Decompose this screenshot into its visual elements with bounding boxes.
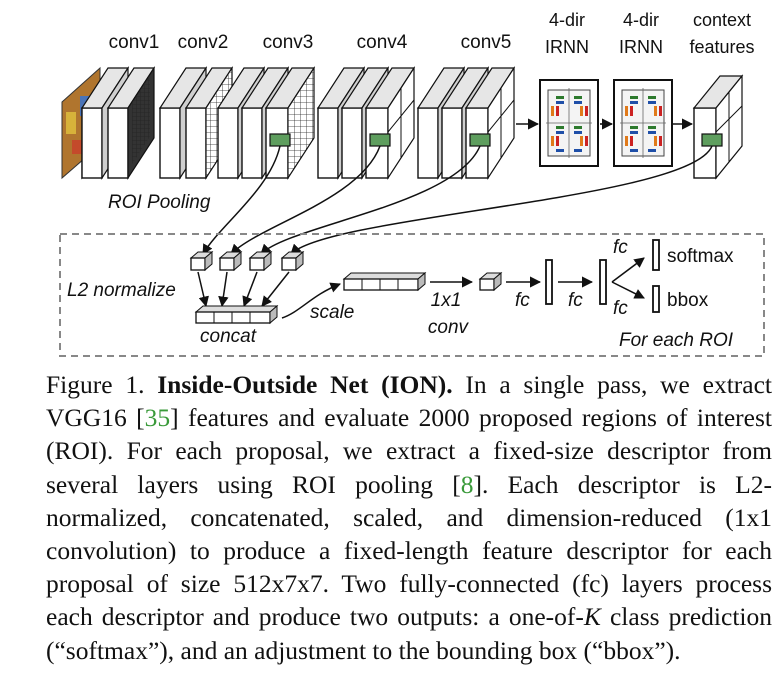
caption-citation-35[interactable]: 35 bbox=[144, 403, 171, 433]
conv1-block bbox=[80, 65, 156, 181]
conv4-block bbox=[316, 65, 416, 181]
concat-label: concat bbox=[200, 326, 257, 347]
softmax-label: softmax bbox=[667, 246, 734, 267]
caption-citation-8[interactable]: 8 bbox=[460, 469, 474, 499]
caption-text-2: ] features and evaluate 2000 proposed re… bbox=[46, 403, 772, 499]
caption-text-3: ]. Each descriptor is L2-normalized, con… bbox=[46, 469, 772, 632]
conv1-label: conv1 bbox=[109, 32, 160, 53]
irnn-block-1 bbox=[539, 79, 599, 167]
arrow-context-roi bbox=[290, 145, 713, 255]
caption-title: Inside-Outside Net (ION). bbox=[157, 370, 453, 399]
arrow-conv5-roi bbox=[260, 145, 481, 255]
normalized-descriptors bbox=[189, 250, 305, 272]
conv3-block bbox=[216, 65, 316, 181]
irnn2-label-line1: 4-dir bbox=[623, 10, 659, 30]
fc2-label: fc bbox=[568, 290, 583, 311]
arrow-bbox bbox=[611, 281, 645, 299]
conv1x1-label-line2: conv bbox=[428, 317, 470, 338]
fc1-layer bbox=[545, 259, 553, 305]
irnn-block-2 bbox=[613, 79, 673, 167]
arrow-conv4-roi bbox=[230, 145, 381, 255]
reduced-descriptor bbox=[478, 271, 503, 292]
roi-pooling-label: ROI Pooling bbox=[108, 192, 211, 213]
irnn1-label-line1: 4-dir bbox=[549, 10, 585, 30]
scale-label: scale bbox=[310, 302, 354, 323]
arrow-softmax bbox=[611, 257, 645, 283]
fc2-layer bbox=[599, 259, 607, 305]
bbox-layer bbox=[652, 285, 660, 313]
conv2-label: conv2 bbox=[178, 32, 229, 53]
fc1-label: fc bbox=[515, 290, 530, 311]
roi-cell-context bbox=[701, 133, 723, 147]
l2-normalize-label: L2 normalize bbox=[67, 280, 176, 301]
context-features-block bbox=[692, 74, 744, 180]
fc-bbox-label: fc bbox=[613, 298, 628, 319]
roi-cell-conv5 bbox=[469, 133, 491, 147]
arrow-conv3-roi bbox=[202, 145, 281, 255]
caption-k-variable: K bbox=[583, 602, 601, 632]
conv5-block bbox=[416, 65, 516, 181]
caption-text-4: class prediction (“softmax”), and an adj… bbox=[46, 602, 772, 665]
figure-caption: Figure 1. Inside-Outside Net (ION). In a… bbox=[46, 368, 772, 667]
per-roi-region bbox=[59, 233, 765, 357]
conv3-label: conv3 bbox=[263, 32, 314, 53]
irnn2-label-line2: IRNN bbox=[619, 37, 663, 57]
roi-cell-conv4 bbox=[369, 133, 391, 147]
conv4-label: conv4 bbox=[357, 32, 408, 53]
context-label-line2: features bbox=[689, 37, 754, 57]
fc-softmax-label: fc bbox=[613, 237, 628, 258]
caption-figure-number: Figure 1. bbox=[46, 370, 158, 399]
for-each-roi-label: For each ROI bbox=[619, 330, 734, 351]
ion-architecture-diagram: conv1 conv2 conv3 conv4 conv5 4-dir IRNN… bbox=[59, 10, 765, 357]
context-label-line1: context bbox=[693, 10, 751, 30]
concat-bar bbox=[194, 304, 279, 325]
conv1x1-label-line1: 1x1 bbox=[431, 290, 462, 311]
softmax-layer bbox=[652, 239, 660, 271]
irnn1-label-line2: IRNN bbox=[545, 37, 589, 57]
conv5-label: conv5 bbox=[461, 32, 512, 53]
bbox-label: bbox bbox=[667, 290, 709, 311]
caption-text-1: In a single pass, we extract VGG16 [ bbox=[46, 370, 772, 433]
arrow-scale bbox=[281, 282, 341, 319]
roi-cell-conv3 bbox=[269, 133, 291, 147]
scaled-bar bbox=[342, 271, 427, 292]
